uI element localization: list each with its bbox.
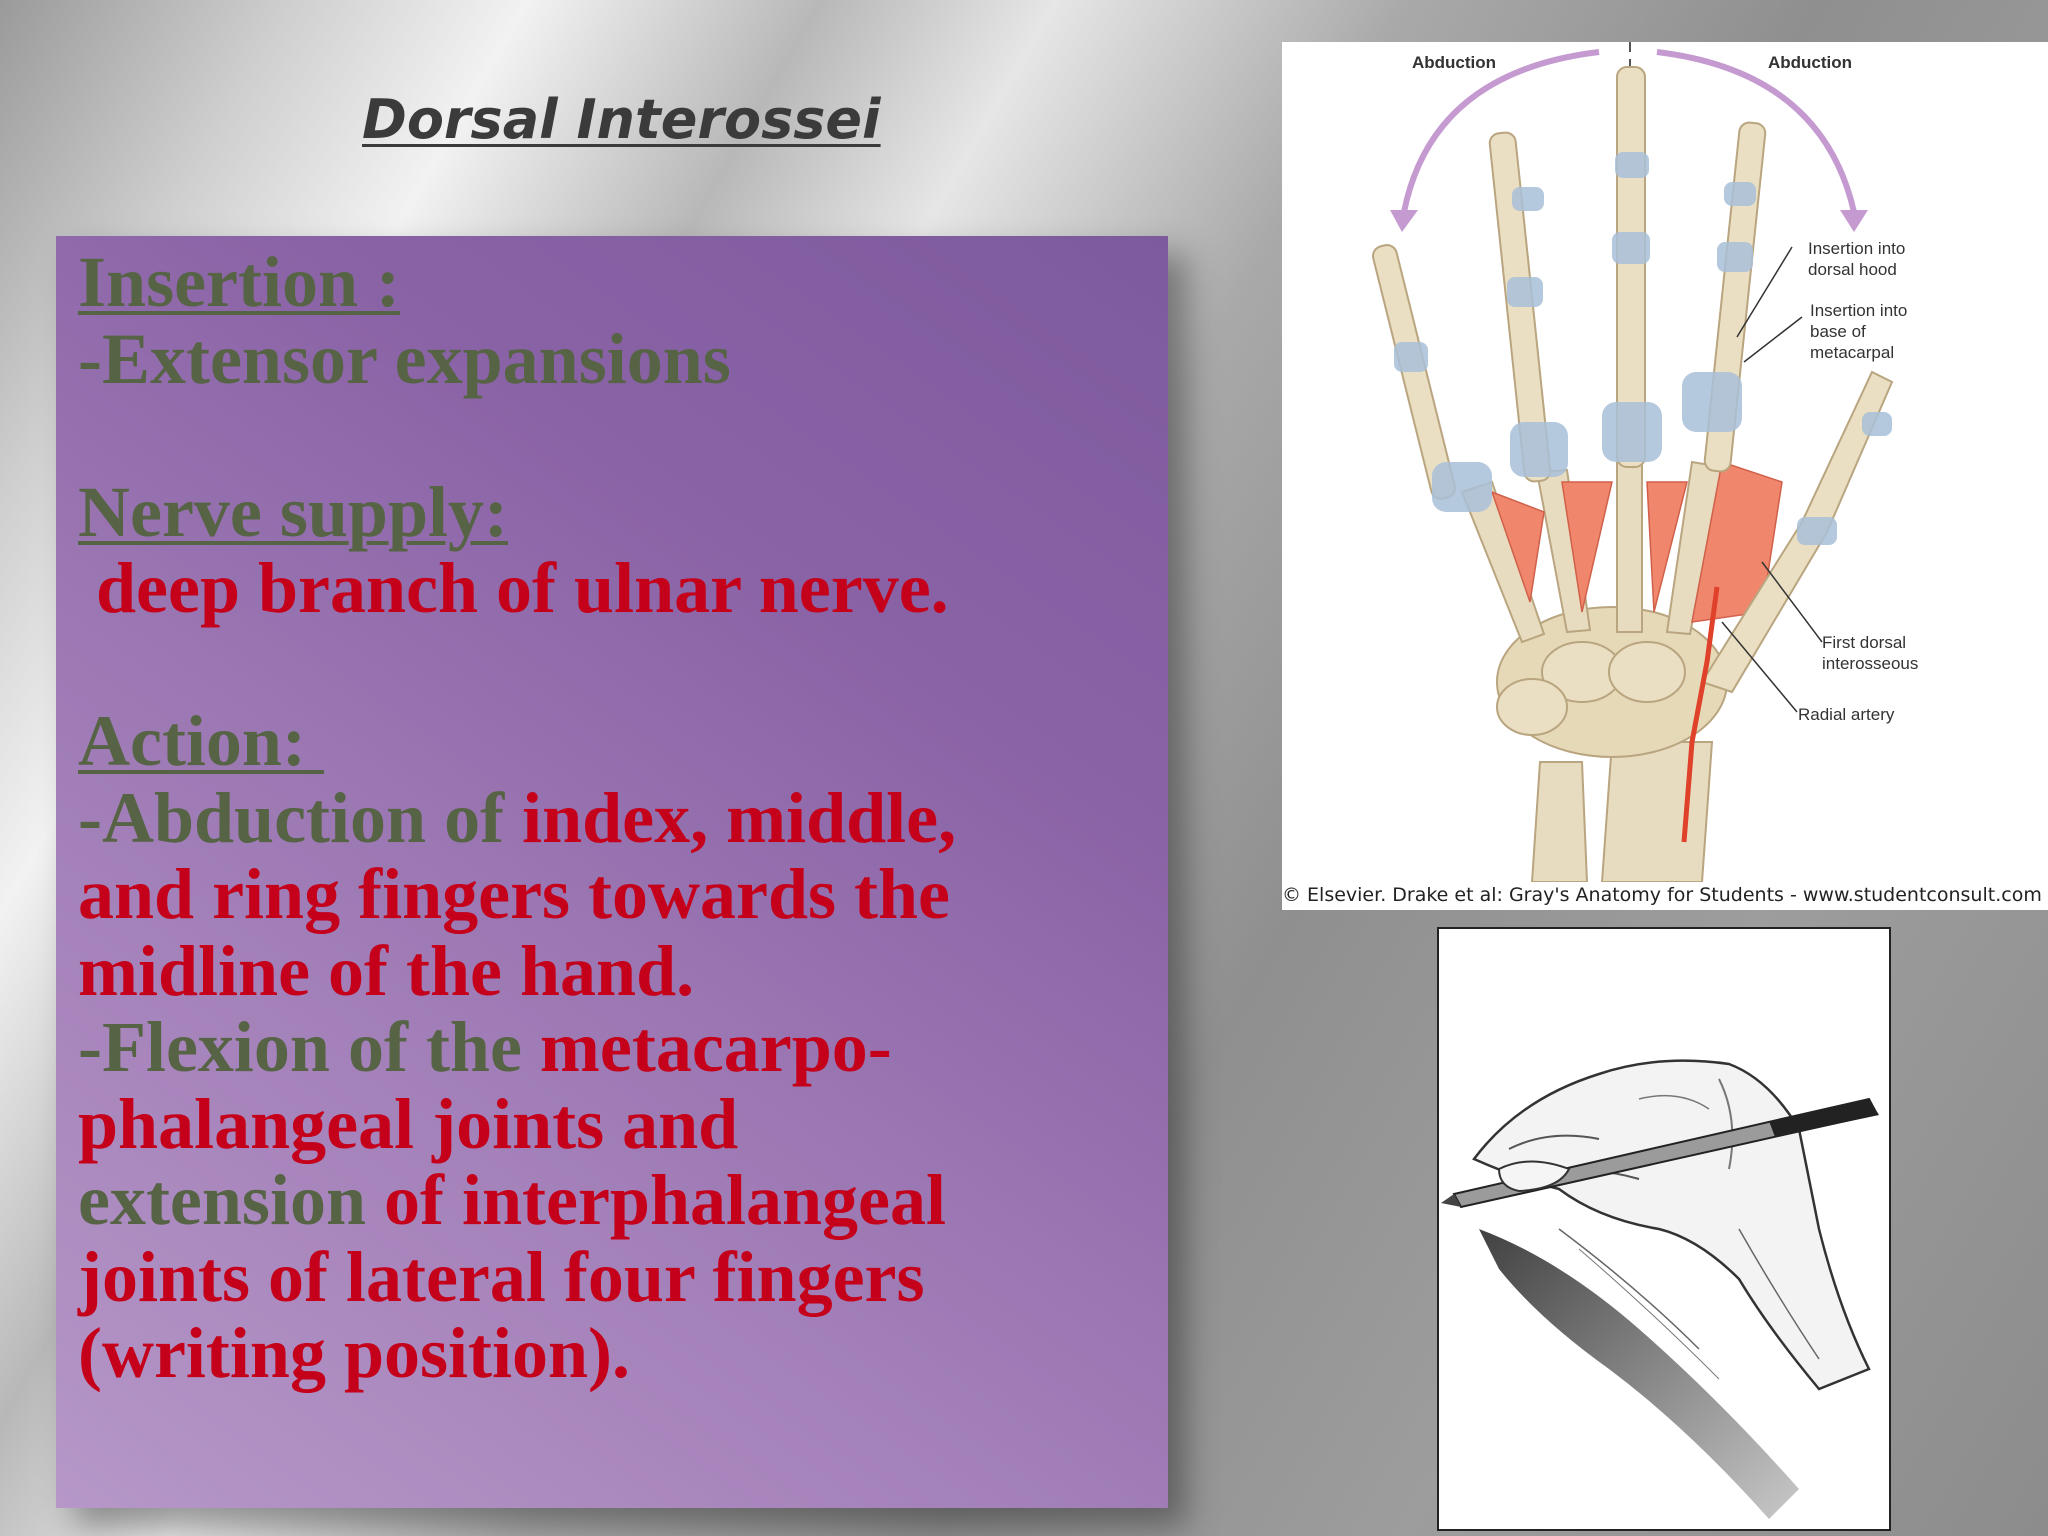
figure-credit: © Elsevier. Drake et al: Gray's Anatomy … <box>1282 884 2042 906</box>
action-line-6b: of interphalangeal <box>384 1160 947 1240</box>
action-line-1: -Abduction of index, middle, <box>78 777 1158 858</box>
insertion-heading: Insertion : <box>78 242 400 322</box>
action-line-8: (writing position). <box>78 1313 631 1393</box>
label-metacarpal-line3: metacarpal <box>1810 343 1895 362</box>
label-metacarpal-line1: Insertion into <box>1810 301 1908 320</box>
label-first-dorsal-line1: First dorsal <box>1822 633 1907 652</box>
nerve-text: deep branch of ulnar nerve. <box>78 548 949 628</box>
label-first-dorsal-line2: interosseous <box>1822 654 1919 673</box>
label-dorsal-hood: Insertion into dorsal hood <box>1808 238 1905 280</box>
writing-hand-drawing <box>1441 1059 1879 1519</box>
insertion-text: -Extensor expansions <box>78 318 731 399</box>
action-line-5: phalangeal joints and <box>78 1083 739 1164</box>
action-heading: Action: <box>78 701 324 781</box>
hand-skeleton-illustration <box>1372 42 1894 882</box>
action-line-1b: index, middle, <box>522 777 957 858</box>
label-radial-artery: Radial artery <box>1798 705 1895 724</box>
label-first-dorsal: First dorsal interosseous <box>1822 632 1918 674</box>
label-dorsal-hood-line1: Insertion into <box>1808 239 1906 258</box>
action-line-4b: metacarpo- <box>539 1007 892 1087</box>
label-dorsal-hood-line2: dorsal hood <box>1808 260 1897 279</box>
hand-anatomy-figure: Abduction Abduction Insertion into dorsa… <box>1282 42 2048 910</box>
action-line-6: extension of interphalangeal <box>78 1162 1158 1239</box>
nerve-heading: Nerve supply: <box>78 471 508 552</box>
label-abduction-right: Abduction <box>1768 53 1853 72</box>
slide-title: Dorsal Interossei <box>362 88 881 151</box>
action-line-2: and ring fingers towards the <box>78 854 951 934</box>
label-metacarpal-line2: base of <box>1810 322 1866 341</box>
spacer <box>78 627 1158 704</box>
spacer <box>78 397 1158 474</box>
action-line-4: -Flexion of the metacarpo- <box>78 1009 1158 1086</box>
action-line-3: midline of the hand. <box>78 930 695 1011</box>
content-text: Insertion : -Extensor expansions Nerve s… <box>78 244 1158 1392</box>
label-metacarpal: Insertion into base of metacarpal <box>1810 300 1907 363</box>
action-line-4a: -Flexion of the <box>78 1007 540 1087</box>
content-box: Insertion : -Extensor expansions Nerve s… <box>56 236 1168 1508</box>
action-line-6a: extension <box>78 1160 384 1240</box>
writing-hand-image <box>1437 927 1891 1531</box>
action-line-7: joints of lateral four fingers <box>78 1236 925 1317</box>
action-line-1a: -Abduction of <box>78 777 523 858</box>
label-abduction-left: Abduction <box>1412 53 1497 72</box>
